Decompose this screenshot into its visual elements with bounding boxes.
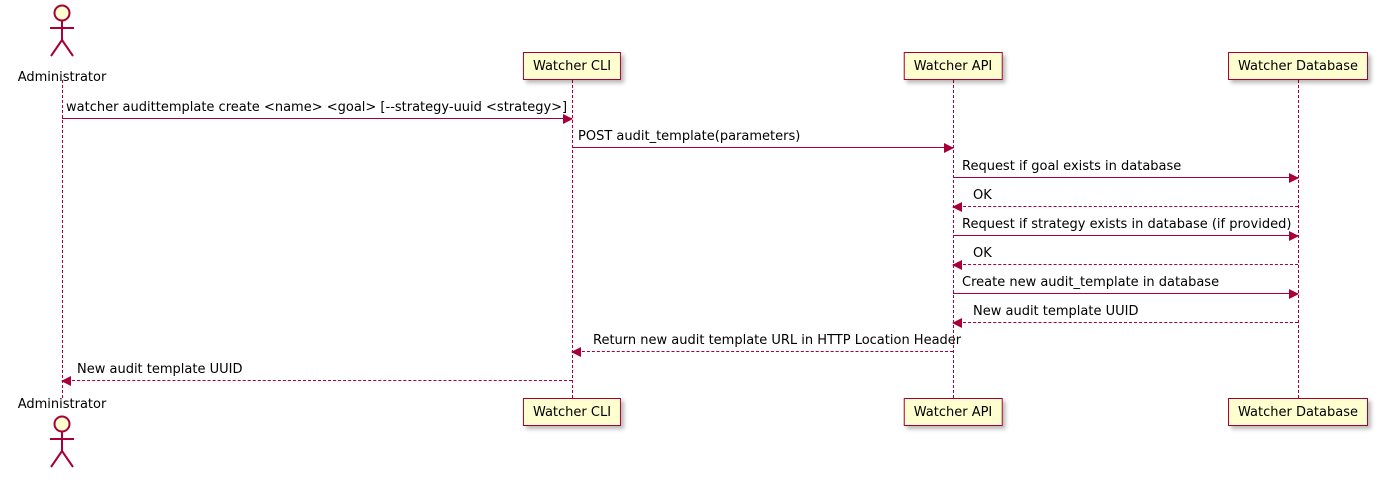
message-arrow-4 — [952, 202, 1298, 212]
message-arrow-7 — [953, 289, 1299, 299]
participant-watcher-api-footer[interactable]: Watcher API — [903, 398, 1003, 426]
message-arrow-5 — [953, 231, 1299, 241]
message-label-9: Return new audit template URL in HTTP Lo… — [593, 333, 962, 348]
lifeline-watcher-cli — [572, 80, 573, 398]
message-label-4: OK — [973, 188, 992, 203]
arrowhead-6 — [952, 260, 962, 270]
arrowhead-4 — [952, 202, 962, 212]
message-label-2: POST audit_template(parameters) — [578, 129, 801, 144]
message-arrow-8 — [952, 318, 1298, 328]
actor-administrator-header — [42, 4, 82, 60]
lifeline-watcher-api — [953, 80, 954, 398]
participant-watcher-cli-header[interactable]: Watcher CLI — [522, 52, 622, 80]
arrowhead-5 — [1289, 231, 1299, 241]
arrowhead-2 — [944, 143, 954, 153]
actor-label-administrator-footer: Administrator — [17, 397, 107, 412]
message-label-7: Create new audit_template in database — [962, 275, 1220, 290]
lifeline-administrator — [62, 80, 63, 398]
participant-watcher-cli-footer[interactable]: Watcher CLI — [522, 398, 622, 426]
arrowhead-9 — [571, 347, 581, 357]
arrowhead-1 — [563, 114, 573, 124]
actor-administrator-footer — [42, 415, 82, 471]
arrowhead-10 — [61, 376, 71, 386]
actor-label-administrator-header: Administrator — [17, 70, 107, 85]
participant-watcher-database-header[interactable]: Watcher Database — [1228, 52, 1368, 80]
message-label-1: watcher audittemplate create <name> <goa… — [66, 100, 568, 115]
arrowhead-3 — [1289, 173, 1299, 183]
message-label-6: OK — [973, 246, 992, 261]
participant-watcher-api-header[interactable]: Watcher API — [903, 52, 1003, 80]
message-arrow-1 — [62, 114, 573, 124]
message-arrow-3 — [953, 173, 1299, 183]
message-label-3: Request if goal exists in database — [962, 159, 1182, 174]
message-arrow-9 — [571, 347, 953, 357]
participant-watcher-database-footer[interactable]: Watcher Database — [1228, 398, 1368, 426]
message-arrow-2 — [572, 143, 954, 153]
message-arrow-10 — [61, 376, 572, 386]
arrowhead-7 — [1289, 289, 1299, 299]
message-label-8: New audit template UUID — [973, 304, 1139, 319]
message-label-10: New audit template UUID — [77, 362, 243, 377]
arrowhead-8 — [952, 318, 962, 328]
message-arrow-6 — [952, 260, 1298, 270]
message-label-5: Request if strategy exists in database (… — [962, 217, 1292, 232]
